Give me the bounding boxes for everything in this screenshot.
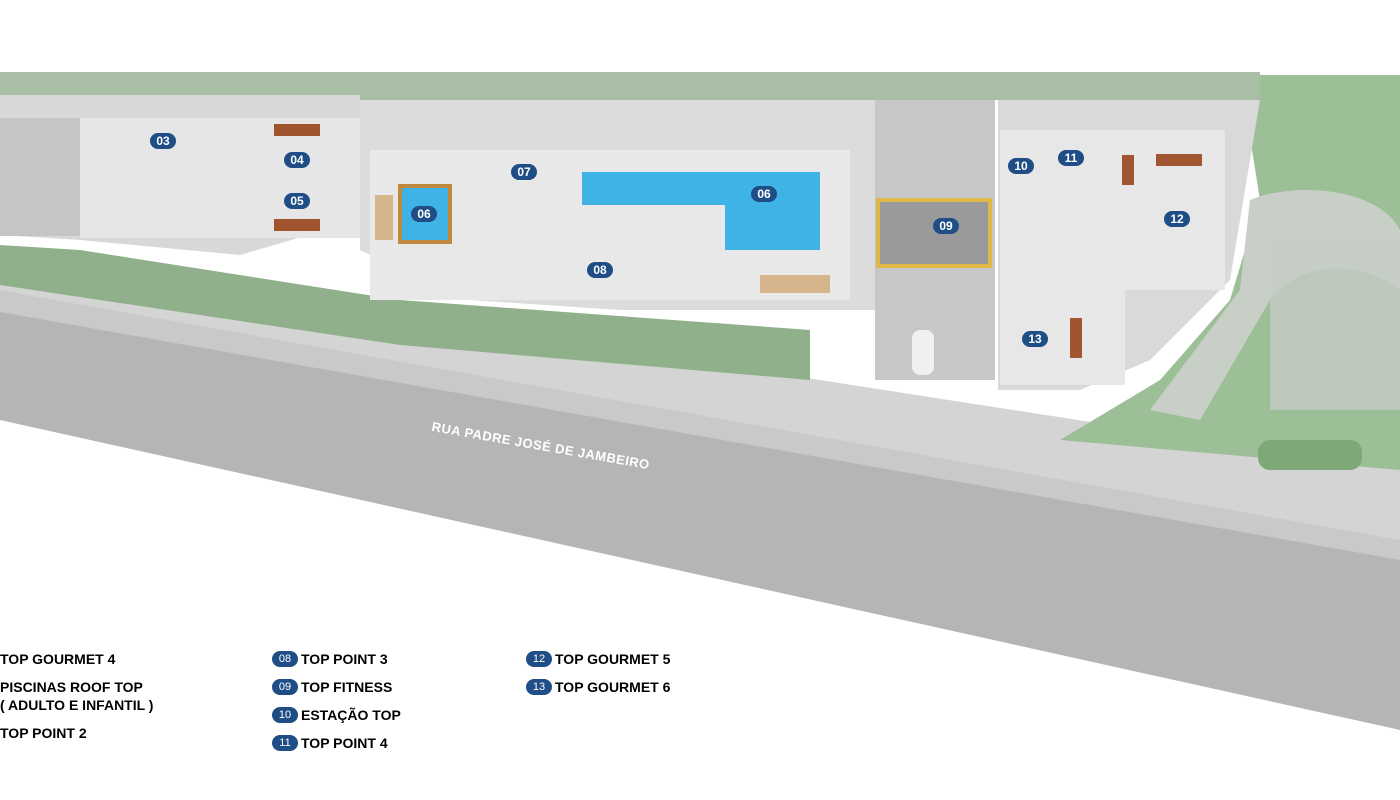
table [274, 219, 320, 231]
legend-label: ESTAÇÃO TOP [301, 707, 401, 723]
table [274, 124, 320, 136]
legend-label: TOP POINT 3 [301, 651, 388, 667]
legend-badge: 08 [272, 651, 298, 667]
legend-item-09: 09 TOP FITNESS [272, 678, 392, 696]
parked-car [912, 330, 934, 375]
svg-text:04: 04 [290, 153, 304, 167]
legend-item-10: 10 ESTAÇÃO TOP [272, 706, 401, 724]
legend-item-piscinas-roof-top: PISCINAS ROOF TOP ( ADULTO E INFANTIL ) [0, 678, 153, 714]
legend-badge: 10 [272, 707, 298, 723]
legend-label: TOP FITNESS [301, 679, 393, 695]
marker-12[interactable]: 12 [1164, 211, 1190, 227]
legend-badge: 13 [526, 679, 552, 695]
planted-strip [0, 245, 810, 380]
legend-item-13: 13 TOP GOURMET 6 [526, 678, 670, 696]
marker-13[interactable]: 13 [1022, 331, 1048, 347]
legend-item-top-gourmet-4: TOP GOURMET 4 [0, 650, 115, 668]
svg-text:06: 06 [757, 187, 771, 201]
legend-item-top-point-2: TOP POINT 2 [0, 724, 87, 742]
table [1122, 155, 1134, 185]
svg-text:08: 08 [593, 263, 607, 277]
legend-badge: 12 [526, 651, 552, 667]
marker-08[interactable]: 08 [587, 262, 613, 278]
legend-item-11: 11 TOP POINT 4 [272, 734, 388, 752]
marker-09[interactable]: 09 [933, 218, 959, 234]
legend-item-12: 12 TOP GOURMET 5 [526, 650, 670, 668]
svg-text:03: 03 [156, 134, 170, 148]
hedge [1258, 440, 1362, 470]
legend-label: TOP POINT 4 [301, 735, 388, 751]
legend-label: TOP GOURMET 4 [0, 651, 116, 667]
legend-label: TOP GOURMET 6 [555, 679, 671, 695]
marker-11[interactable]: 11 [1058, 150, 1084, 166]
kids-pool [398, 184, 452, 244]
table [1070, 318, 1082, 358]
legend-label: PISCINAS ROOF TOP ( ADULTO E INFANTIL ) [0, 679, 154, 713]
legend-label: TOP GOURMET 5 [555, 651, 671, 667]
svg-text:09: 09 [939, 219, 953, 233]
table [1156, 154, 1202, 166]
terrace-mid [80, 118, 360, 238]
svg-text:11: 11 [1065, 151, 1078, 165]
marker-06-kids-pool[interactable]: 06 [411, 206, 437, 222]
legend-badge: 11 [272, 735, 298, 751]
street-light-band [0, 290, 1400, 560]
svg-text:12: 12 [1170, 212, 1184, 226]
terrace-right-lower [1000, 290, 1125, 385]
marker-04[interactable]: 04 [284, 152, 310, 168]
marker-05[interactable]: 05 [284, 193, 310, 209]
svg-text:06: 06 [417, 207, 431, 221]
svg-text:05: 05 [290, 194, 304, 208]
marker-06-main-pool[interactable]: 06 [751, 186, 777, 202]
street [0, 290, 1400, 730]
marker-07[interactable]: 07 [511, 164, 537, 180]
svg-text:13: 13 [1028, 332, 1042, 346]
terrace-left [0, 118, 80, 236]
legend-badge: 09 [272, 679, 298, 695]
legend-item-08: 08 TOP POINT 3 [272, 650, 388, 668]
sunbeds [375, 195, 393, 240]
fitness-room [876, 198, 992, 268]
park-paving [1270, 240, 1400, 410]
pool-deck [760, 275, 830, 293]
marker-10[interactable]: 10 [1008, 158, 1034, 174]
svg-text:10: 10 [1014, 159, 1028, 173]
marker-03[interactable]: 03 [150, 133, 176, 149]
svg-text:07: 07 [517, 165, 531, 179]
legend-label: TOP POINT 2 [0, 725, 87, 741]
